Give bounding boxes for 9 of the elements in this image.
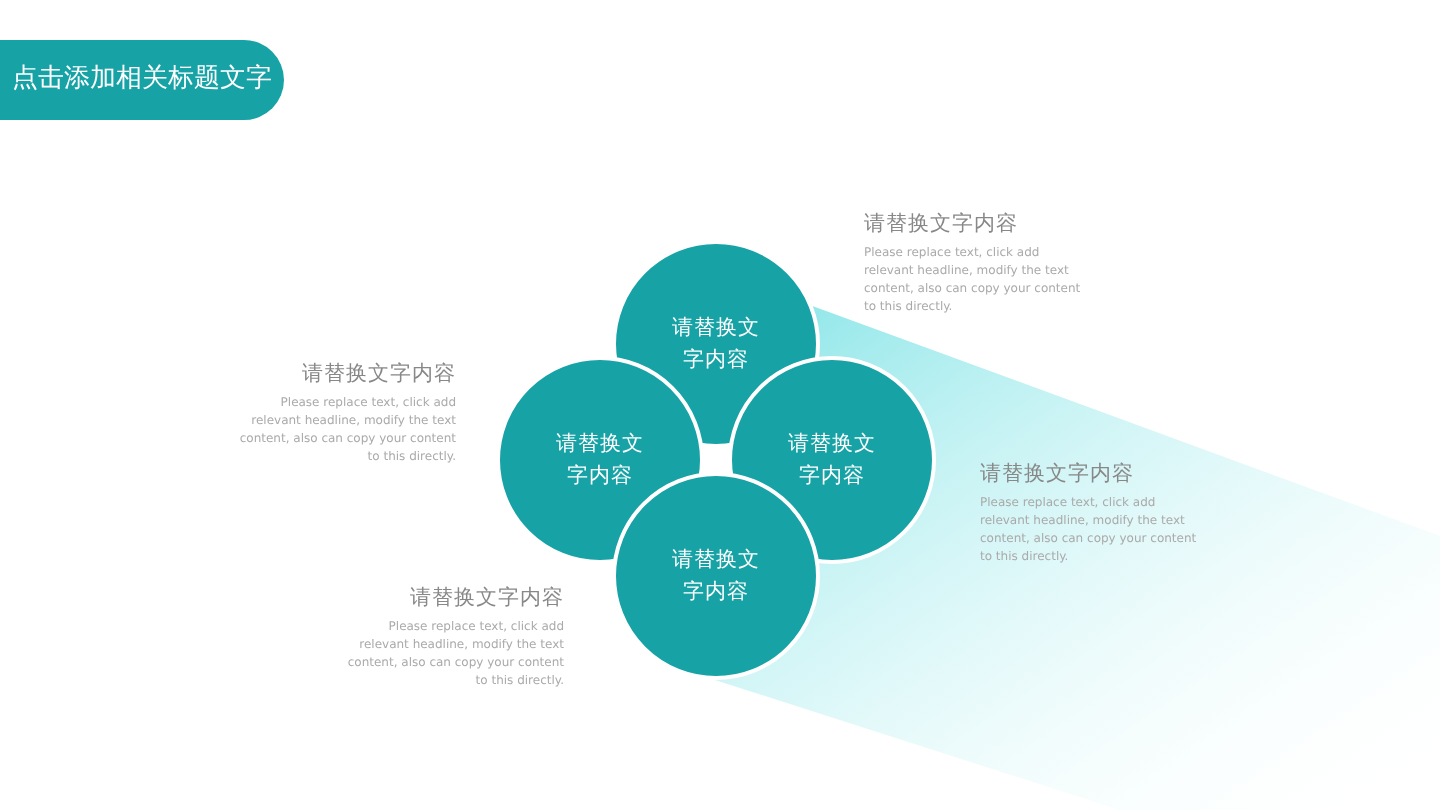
circle-text: 请替换文字内容 (786, 430, 878, 492)
title-tab: 点击添加相关标题文字 (0, 40, 284, 120)
text-heading: 请替换文字内容 (980, 460, 1136, 488)
circle-text: 请替换文字内容 (554, 430, 646, 492)
text-heading: 请替换文字内容 (408, 584, 564, 612)
circle-text: 请替换文字内容 (670, 314, 762, 376)
text-heading: 请替换文字内容 (300, 360, 456, 388)
circle-text: 请替换文字内容 (670, 546, 762, 608)
text-heading: 请替换文字内容 (864, 210, 1020, 238)
